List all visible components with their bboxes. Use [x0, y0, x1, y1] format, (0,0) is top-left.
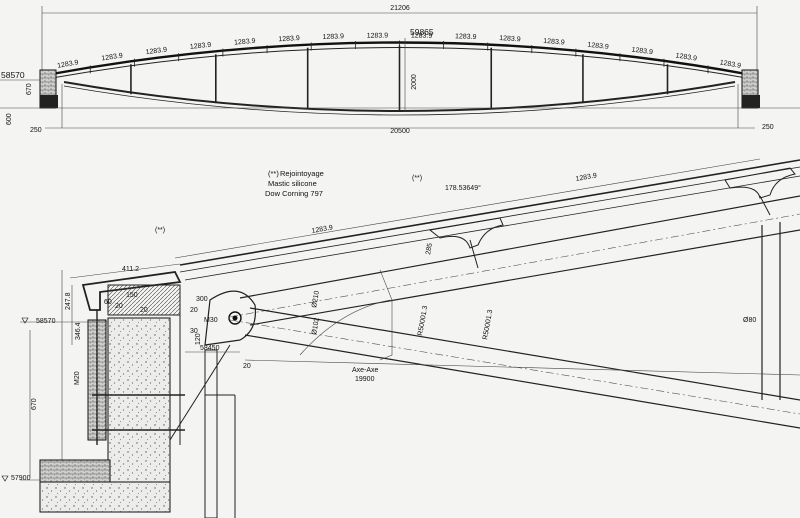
- segment-label: 1283.9: [719, 59, 741, 70]
- rise-label: 2000: [411, 74, 418, 90]
- dim-cap-offset: 346.4: [75, 322, 82, 340]
- segment-label: 1283.9: [278, 35, 300, 43]
- dim-20b: 20: [190, 307, 198, 314]
- dim-150: 150: [126, 292, 138, 299]
- level-mid: 58450: [200, 345, 220, 352]
- note-line-2: Mastic silicone: [268, 179, 317, 188]
- edge-left-label: 250: [30, 127, 42, 134]
- segment-label: 1283.9: [587, 42, 609, 51]
- dia-210: Ø210: [311, 290, 321, 308]
- segment-label: 1283.9: [543, 38, 565, 47]
- dim-20d: 20: [115, 303, 123, 310]
- left-height-b: 600: [6, 113, 13, 125]
- edge-right-label: 250: [762, 124, 774, 131]
- bolt-node: [228, 311, 242, 325]
- top-level-label: 59865: [410, 27, 434, 37]
- concrete-wall: [107, 317, 171, 509]
- marker-small: (**): [412, 175, 422, 182]
- dim-height-670: 670: [31, 398, 38, 410]
- dim-angle: 178.53649°: [445, 184, 481, 192]
- dim-segment-lower: 1283.9: [311, 224, 333, 235]
- support-level-label: 58570: [1, 70, 25, 80]
- segment-label: 1283.9: [455, 33, 477, 41]
- dim-300: 300: [196, 296, 208, 303]
- span-inner-label: 20500: [390, 128, 410, 135]
- dim-30: 30: [190, 328, 198, 335]
- segment-label: 1283.9: [190, 42, 212, 51]
- section-detail: (**) Rejointoyage Mastic silicone Dow Co…: [1, 158, 800, 518]
- dim-segment-upper: 1283.9: [575, 172, 597, 183]
- segment-label: 1283.9: [101, 52, 123, 62]
- radius-b: R50001.3: [482, 309, 494, 340]
- dia-80: Ø80: [743, 317, 756, 324]
- axis-label: Axe-Axe: [352, 367, 379, 374]
- left-height-a: 670: [26, 83, 33, 95]
- dia-102: Ø102: [311, 317, 321, 335]
- span-overall-label: 21206: [390, 5, 410, 12]
- segment-label: 1283.9: [631, 47, 653, 57]
- bolt-label: M30: [204, 317, 218, 324]
- truss-verticals: [130, 45, 669, 111]
- note-line-3: Dow Corning 797: [265, 189, 323, 198]
- segment-label: 1283.9: [367, 33, 389, 40]
- note-line-1: Rejointoyage: [280, 169, 324, 178]
- axis-value: 19900: [355, 376, 375, 383]
- segment-label: 1283.9: [322, 33, 344, 41]
- dim-60: 60: [104, 299, 112, 306]
- note-marker: (**): [268, 169, 279, 178]
- dim-120: 120: [195, 333, 202, 345]
- level-support: 58570: [36, 318, 56, 325]
- segment-label: 1283.9: [411, 33, 433, 40]
- segment-label: 1283.9: [499, 35, 521, 43]
- anchor-label: M20: [74, 371, 81, 385]
- segment-label: 1283.9: [675, 52, 697, 62]
- segment-label: 1283.9: [57, 59, 79, 70]
- dim-cap-height: 247.8: [65, 292, 72, 310]
- dim-cap-width: 411.2: [122, 266, 139, 273]
- dim-285: 285: [425, 243, 434, 256]
- segment-label: 1283.9: [234, 38, 256, 47]
- segment-label: 1283.9: [145, 47, 167, 57]
- marker-left: (**): [155, 227, 165, 234]
- level-bottom: 57900: [11, 475, 31, 482]
- dim-20a: 20: [140, 307, 148, 314]
- segment-labels: 1283.9 1283.9 1283.9 1283.9 1283.9 1283.9 1283…: [45, 33, 741, 81]
- radius-a: R50001.3: [417, 305, 429, 336]
- dim-20c: 20: [243, 363, 251, 370]
